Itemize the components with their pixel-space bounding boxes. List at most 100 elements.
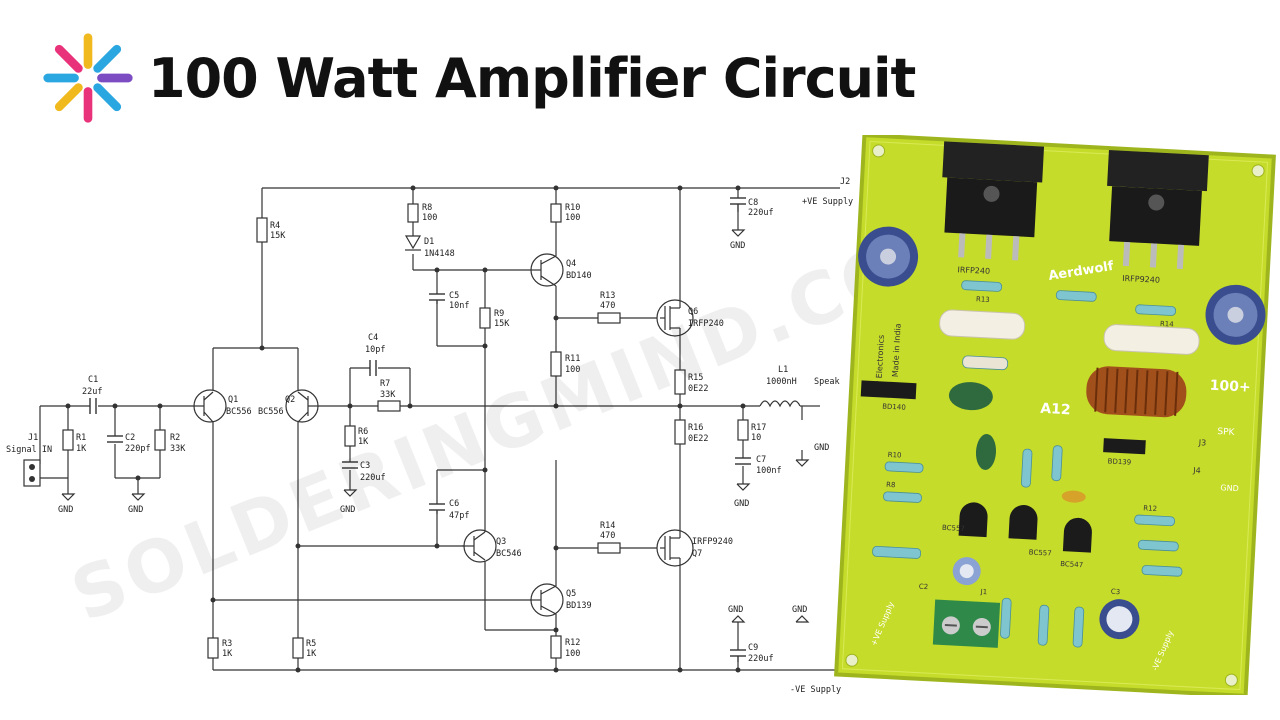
label-c5-value: 10nf — [449, 301, 469, 311]
label-c4-value: 10pf — [365, 345, 385, 355]
label-r12-value: 100 — [565, 649, 580, 659]
r1-resistor — [62, 429, 74, 451]
label-q3-value: BC546 — [496, 549, 522, 559]
label-r4-value: 15K — [270, 231, 286, 241]
label-c3-name: C3 — [360, 461, 370, 471]
r14-resistor — [597, 542, 621, 554]
pcb-board-id: A12 — [1040, 401, 1071, 419]
label-r13-name: R13 — [600, 291, 615, 301]
mosfet-transistors — [656, 296, 694, 575]
r12-resistor — [550, 635, 562, 659]
label-c8-value: 220uf — [748, 208, 774, 218]
gnd-j1-icon — [61, 493, 76, 501]
label-c2-name: C2 — [125, 433, 135, 443]
resistors — [62, 203, 749, 659]
label-r6-name: R6 — [358, 427, 368, 437]
pcb-r14-label: R14 — [1160, 320, 1175, 329]
r10-resistor — [550, 203, 562, 223]
label-r13-value: 470 — [600, 301, 615, 311]
electrolytic-capacitors — [858, 226, 1266, 640]
pcb-q7-label: IRFP9240 — [1122, 274, 1160, 285]
label-r15-value: 0E22 — [688, 384, 708, 394]
label-r14-value: 470 — [600, 531, 615, 541]
label-q3-name: Q3 — [496, 537, 506, 547]
q7-mosfet — [656, 529, 694, 575]
pcb-power: 100+ — [1209, 378, 1251, 396]
label-r8-name: R8 — [422, 203, 432, 213]
pcb-c2-label: C2 — [919, 583, 929, 591]
label-j1-value: Signal IN — [6, 445, 52, 455]
pcb-r15-power-resistor — [939, 309, 1026, 340]
label-d1-name: D1 — [424, 237, 434, 247]
label-r7-value: 33K — [380, 390, 396, 400]
c5-capacitor — [429, 293, 445, 304]
pcb-r8-label: R8 — [886, 481, 896, 489]
r11-resistor — [550, 351, 562, 377]
label-r14-name: R14 — [600, 521, 615, 531]
pcb-q4-transistor — [860, 380, 917, 400]
label-q1-value: BC556 — [226, 407, 252, 417]
label-q1-name: Q1 — [228, 395, 238, 405]
label-q2-name: Q2 — [285, 395, 295, 405]
pcb-film-capacitor — [948, 382, 993, 411]
label-q4-value: BD140 — [566, 271, 592, 281]
schematic-labels: J2 +VE Supply C8 220uf GND R4 15K R8 100… — [6, 177, 853, 695]
label-r11-value: 100 — [565, 365, 580, 375]
r6-resistor — [344, 425, 356, 447]
label-r16-value: 0E22 — [688, 434, 708, 444]
r3-resistor — [207, 637, 219, 659]
label-l1-name: L1 — [778, 365, 788, 375]
label-vsup-pos: +VE Supply — [802, 197, 853, 207]
q3-transistor — [462, 529, 497, 563]
label-r16-name: R16 — [688, 423, 703, 433]
label-r17-value: 10 — [751, 433, 761, 443]
label-j1-name: J1 — [28, 433, 38, 443]
d1-diode — [404, 235, 422, 251]
gnd-c2-icon — [131, 493, 146, 501]
label-c3-value: 220uf — [360, 473, 386, 483]
r5-resistor — [292, 637, 304, 659]
label-gnd-j1: GND — [58, 505, 73, 515]
label-vsup-neg: -VE Supply — [790, 685, 841, 695]
label-r5-value: 1K — [306, 649, 317, 659]
pcb-q4-label: BD140 — [882, 402, 906, 411]
label-q5-value: BD139 — [566, 601, 592, 611]
pcb-q8-label: IRFP240 — [957, 265, 990, 276]
label-r7-name: R7 — [380, 379, 390, 389]
r13-resistor — [597, 312, 621, 324]
wires — [39, 187, 840, 671]
label-r11-name: R11 — [565, 354, 580, 364]
label-gnd-c3: GND — [340, 505, 355, 515]
pcb-r12-label: R12 — [1143, 504, 1157, 513]
pcb-spk: SPK — [1217, 427, 1236, 438]
pcb-maker2: Made in India — [891, 323, 903, 377]
pcb-board-photo: IRFP240 IRFP9240 Aerdwolf — [834, 135, 1276, 695]
label-r3-value: 1K — [222, 649, 233, 659]
label-q7-value: IRFP9240 — [692, 537, 733, 547]
q1-transistor — [193, 389, 227, 423]
gnd-spk-icon — [795, 459, 810, 467]
pcb-j3: J3 — [1198, 438, 1207, 447]
pcb-j1-label: J1 — [979, 588, 987, 596]
label-q6-name: Q6 — [688, 307, 698, 317]
gnd-c3-icon — [343, 489, 358, 497]
label-r2-value: 33K — [170, 444, 186, 454]
gnd-c9-icon — [731, 615, 746, 623]
c9-capacitor — [730, 649, 746, 662]
label-q4-name: Q4 — [566, 259, 576, 269]
label-gnd-c2: GND — [128, 505, 143, 515]
c1-capacitor — [89, 398, 97, 414]
l1-inductor — [759, 400, 801, 408]
label-c8-name: C8 — [748, 198, 758, 208]
page-title: 100 Watt Amplifier Circuit — [148, 46, 916, 110]
label-speaker: Speak — [814, 377, 840, 387]
pcb-r13-label: R13 — [976, 295, 990, 304]
q6-mosfet — [656, 296, 694, 340]
pcb-q5-transistor — [1103, 438, 1146, 455]
pcb-l1-inductor — [1086, 366, 1187, 418]
label-gnd-right: GND — [792, 605, 807, 615]
r9-resistor — [479, 307, 491, 329]
capacitors — [89, 197, 751, 662]
amplifier-schematic: J2 +VE Supply C8 220uf GND R4 15K R8 100… — [6, 177, 853, 695]
pcb-q5-label: BD139 — [1107, 457, 1131, 466]
